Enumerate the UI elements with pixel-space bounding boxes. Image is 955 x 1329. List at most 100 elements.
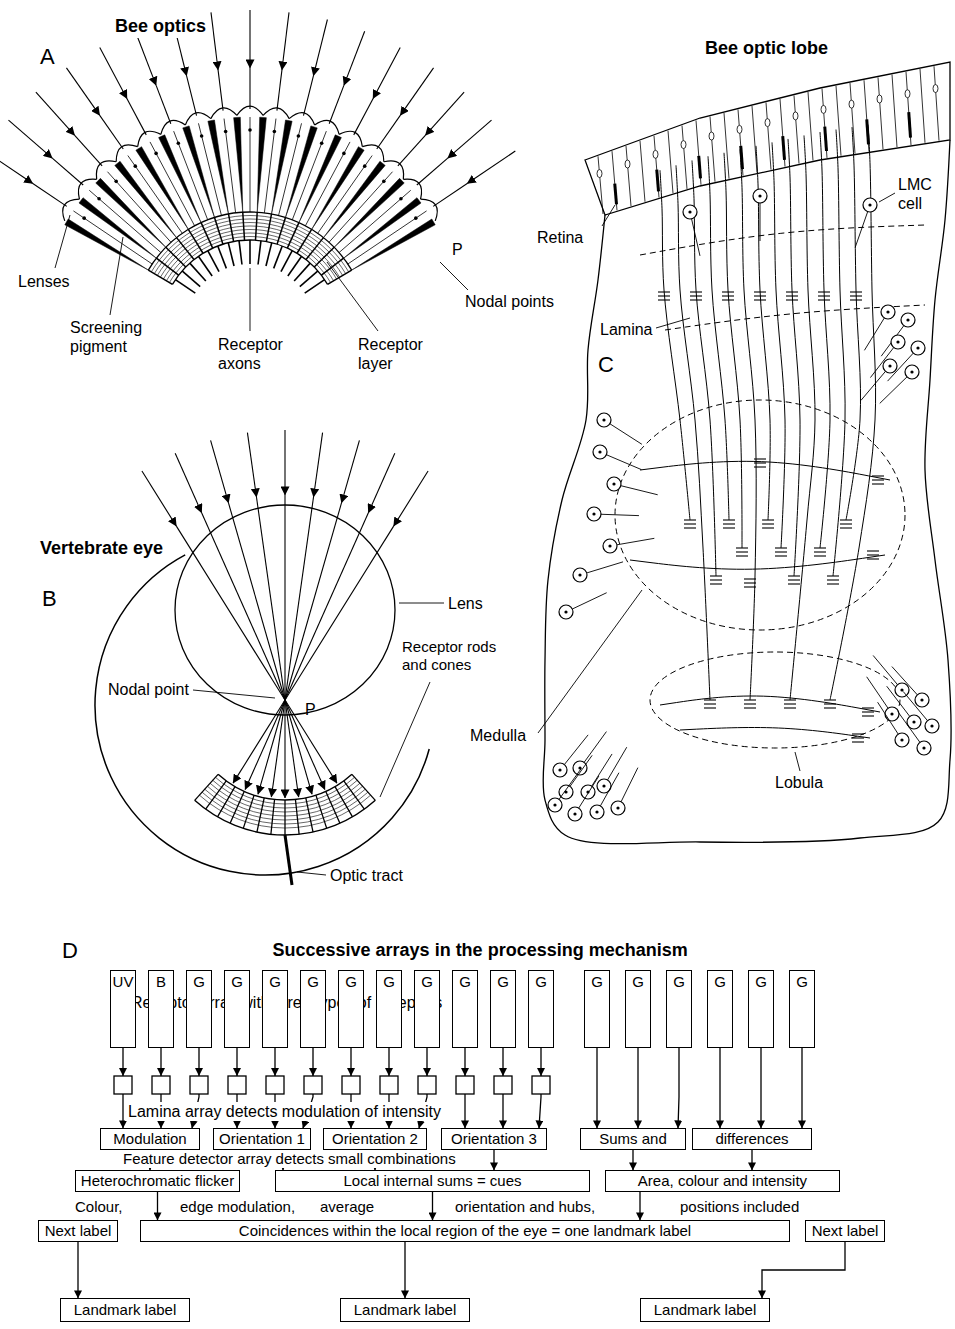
receptor-box: G [584, 970, 610, 1048]
neurite [617, 538, 654, 544]
nodal-point [82, 216, 86, 220]
receptor-axon [208, 251, 219, 272]
receptor-nucleus [709, 132, 714, 140]
rhabdom [699, 156, 701, 179]
box-text: G [673, 973, 685, 990]
receptor-layer-hatch [154, 219, 345, 274]
synapse-tick [867, 558, 879, 559]
light-ray [394, 471, 428, 526]
cell-nucleus [595, 810, 598, 813]
synapse-tick [786, 295, 798, 296]
cell-body [925, 719, 939, 733]
receptor-cell-divider [243, 795, 254, 828]
receptor-layer-hatch [148, 212, 351, 270]
neurite [610, 424, 642, 445]
bee-optics-figure [0, 10, 515, 331]
facet-lens [263, 108, 289, 119]
processing-box: Heterochromatic flicker [75, 1170, 240, 1192]
box-text: G [459, 973, 471, 990]
receptor-box: G [414, 970, 440, 1048]
screening-pigment [352, 219, 436, 270]
synapse-tick [723, 519, 735, 520]
cell-nucleus [900, 688, 903, 691]
facet-lens [185, 113, 210, 125]
neurite [621, 486, 658, 495]
ommatidium-line [626, 146, 631, 206]
neurite [572, 593, 606, 609]
box-text: G [383, 973, 395, 990]
synapse-tick [862, 711, 874, 712]
receptor-box: G [376, 970, 402, 1048]
facet-lens [421, 199, 438, 221]
cell-nucleus [602, 784, 605, 787]
box-text: Local internal sums = cues [343, 1172, 521, 1189]
ommatidium-line [780, 99, 785, 167]
facet-lens [211, 108, 237, 119]
nodal-point [297, 134, 301, 138]
facet-lens [339, 131, 362, 146]
neurite [760, 203, 761, 241]
synapse-tick [818, 299, 830, 300]
receptor-axon [258, 241, 261, 265]
cell-body [581, 785, 595, 799]
cell-body [559, 605, 573, 619]
label-box: Next label [805, 1220, 885, 1242]
point-label: P [305, 700, 316, 719]
cell-body [915, 693, 929, 707]
nodal-point [342, 152, 346, 156]
cell-nucleus [912, 720, 915, 723]
synapse-tick [762, 527, 774, 528]
lamina-unit [114, 1076, 132, 1094]
neuron-fibre [630, 555, 885, 569]
nodal-point [224, 130, 228, 134]
light-ray [400, 68, 433, 116]
synapse-tick [690, 295, 702, 296]
synapse-tick [744, 699, 756, 700]
light-ray [314, 433, 323, 497]
synapse-tick [754, 299, 766, 300]
screening-pigment [312, 147, 364, 230]
lamina-unit [266, 1076, 284, 1094]
synapse-tick [827, 583, 839, 584]
arrowhead [499, 1068, 507, 1076]
nodal-point [97, 197, 101, 201]
light-ray [175, 453, 201, 512]
lamina-unit [190, 1076, 208, 1094]
cell-body [891, 335, 905, 349]
synapse-tick [722, 295, 734, 296]
panel-letter: D [62, 938, 78, 964]
light-ray [233, 700, 285, 783]
light-ray [8, 120, 52, 158]
ommatidium-line [794, 96, 799, 164]
cell-body [863, 198, 877, 212]
synapse-tick [850, 291, 862, 292]
neuron-fibre [640, 461, 890, 480]
cell-nucleus [922, 746, 925, 749]
receptor-axon [281, 251, 292, 272]
synapse-tick [852, 737, 864, 738]
synapse-tick [690, 299, 702, 300]
screening-pigment [257, 117, 266, 212]
neurite [584, 732, 606, 763]
synapse-tick [818, 295, 830, 296]
receptor-box: G [262, 970, 288, 1048]
receptor-nucleus [877, 95, 882, 103]
nodal-point [200, 134, 204, 138]
nodal-point [154, 152, 158, 156]
light-ray [100, 47, 127, 98]
arrowhead [157, 1068, 165, 1076]
cell-body [568, 807, 582, 821]
light-ray [377, 115, 401, 149]
lamina-unit [342, 1076, 360, 1094]
receptor-box: B [148, 970, 174, 1048]
screening-pigment [272, 120, 293, 214]
nodal-point [248, 128, 252, 132]
synapse-tick [872, 475, 884, 476]
cell-nucleus [896, 340, 899, 343]
receptor-nucleus [793, 112, 798, 120]
lamina-unit [228, 1076, 246, 1094]
ommatidium-line [892, 75, 897, 148]
cell-nucleus [906, 318, 909, 321]
synapse-tick [788, 583, 800, 584]
